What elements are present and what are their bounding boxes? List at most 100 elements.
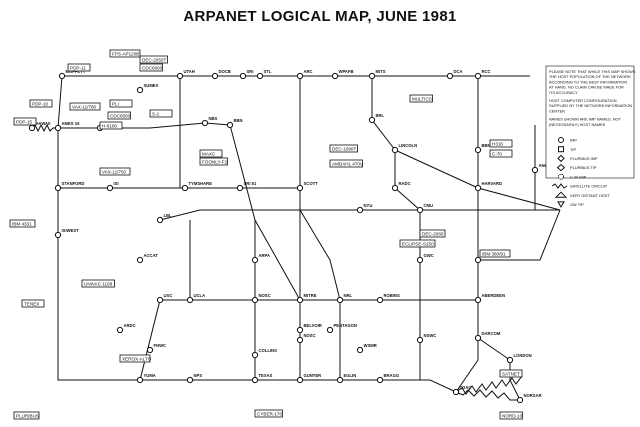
svg-text:VAX-11/780: VAX-11/780 <box>72 104 97 109</box>
imp-node-rcc <box>474 72 482 80</box>
imp-node-hawaii <box>28 124 36 132</box>
imp-node-docb <box>211 72 219 80</box>
site-label: ANL <box>539 163 548 168</box>
svg-text:SATNET: SATNET <box>502 371 520 376</box>
site-label: ARC <box>304 69 313 74</box>
imp-node-utah <box>176 72 184 80</box>
host-box: FPS-AP120B <box>109 49 141 58</box>
site-label: PENTAGON <box>334 323 357 328</box>
imp-node-lbl <box>156 216 164 224</box>
host-box: PLI <box>109 99 133 108</box>
svg-text:ECLIPSE-S250: ECLIPSE-S250 <box>402 241 434 246</box>
legend-note: THE HOST POPULATION OF THE NETWORK <box>549 74 631 79</box>
legend-symbol <box>557 154 565 163</box>
south-link <box>339 300 380 381</box>
legend-note: NAMES SHOWN ARE IMP NAMES, NOT <box>549 117 622 122</box>
imp-node-radc <box>391 184 399 192</box>
legend-symbol <box>558 137 564 143</box>
map-title: ARPANET LOGICAL MAP, JUNE 1981 <box>183 8 457 25</box>
legend-label: TIP <box>570 147 576 152</box>
yuma-link <box>139 299 161 381</box>
host-box: H-6180 <box>99 121 123 130</box>
imp-node-darcom <box>474 334 482 342</box>
imp-node-bbn-63 <box>474 146 482 154</box>
imp-node-dca <box>446 72 454 80</box>
imp-node-london <box>506 356 514 364</box>
imp-node-nswc <box>416 336 424 344</box>
legend-note: PLEASE NOTE THAT WHILE THIS MAP SHOWS <box>549 69 636 74</box>
svg-text:DEC-1090T: DEC-1090T <box>332 146 356 151</box>
svg-text:S-1: S-1 <box>152 111 160 116</box>
svg-text:IBM 360/91: IBM 360/91 <box>482 251 506 256</box>
site-label: BRL <box>376 113 385 118</box>
site-label: WSMR <box>364 343 377 348</box>
site-label: BBN <box>234 118 243 123</box>
imp-node-collins <box>251 351 259 359</box>
imp-node-harvard <box>474 184 482 192</box>
host-box: CYBER-170 <box>254 409 283 418</box>
site-label: DARCOM <box>482 331 501 336</box>
imp-node-aberdeen <box>474 296 482 304</box>
imp-node-tymshare <box>181 184 189 192</box>
site-label: NBS <box>209 116 218 121</box>
northern-trunk <box>57 75 530 129</box>
host-box: C-70 <box>489 149 513 158</box>
site-label: NYU <box>364 203 373 208</box>
svg-text:IBM 4331: IBM 4331 <box>12 221 32 226</box>
site-label: LBL <box>164 213 173 218</box>
legend-label: VERY DISTANT HOST <box>570 193 610 198</box>
legend-symbol <box>554 191 568 198</box>
host-box: VAX-11/750 <box>99 167 131 176</box>
svg-text:XEROX-ALTO: XEROX-ALTO <box>122 356 152 361</box>
imp-nodes <box>28 72 539 404</box>
svg-text:H316: H316 <box>492 141 503 146</box>
svg-text:PDP-15: PDP-15 <box>16 119 33 124</box>
svg-text:DEC-2050T: DEC-2050T <box>142 57 166 62</box>
site-label: MOFFETT <box>66 69 86 74</box>
site-label: AMES 15 <box>62 121 81 126</box>
legend-label: GW TIP <box>570 202 584 207</box>
imp-node-mitre <box>296 296 304 304</box>
host-box: CDC6500 <box>107 111 131 120</box>
imp-node-arpa <box>251 256 259 264</box>
host-box: DEC-1090T <box>329 144 358 153</box>
site-label: NOSC <box>304 333 316 338</box>
svg-text:PDP-10: PDP-10 <box>32 101 49 106</box>
site-label: EGLIN <box>344 373 357 378</box>
imp-node-nps <box>186 376 194 384</box>
satellite-circuits <box>31 123 523 401</box>
imp-node-robins <box>376 296 384 304</box>
host-box: CDC6600 <box>139 63 163 72</box>
london-satellite <box>455 389 520 401</box>
imp-node-arc <box>296 72 304 80</box>
hawaii-satellite <box>31 123 58 133</box>
site-label: FNWC <box>154 343 167 348</box>
host-box: FOONLY-F2 <box>199 157 228 166</box>
imp-node-pentagon <box>326 326 334 334</box>
legend-symbol <box>557 201 565 208</box>
host-box: UNIVAC 1108 <box>81 279 115 288</box>
legend-label: PLURIBUS TIP <box>570 165 597 170</box>
host-box: H316 <box>489 139 513 148</box>
imp-node-nbs <box>201 119 209 127</box>
site-label: STL <box>264 69 272 74</box>
legend-item-circle: IMP <box>558 137 577 143</box>
imp-node-sumex <box>136 86 144 94</box>
host-box: MAXC <box>199 149 223 158</box>
imp-node-brl <box>368 116 376 124</box>
svg-text:PLURIBUS: PLURIBUS <box>16 413 39 418</box>
diag-4 <box>478 209 561 261</box>
imp-node-ardc <box>116 326 124 334</box>
site-label: RCC <box>482 69 491 74</box>
imp-node-sri <box>239 72 247 80</box>
imp-node-moffett <box>58 72 66 80</box>
host-box: DEC-2050T <box>139 55 168 64</box>
site-label: ISI <box>114 181 119 186</box>
legend-label: SATELLITE CIRCUIT <box>570 184 608 189</box>
diag-1 <box>299 209 341 301</box>
legend-symbol <box>556 163 566 172</box>
imp-node-sdac <box>452 388 460 396</box>
site-label: NPS <box>194 373 203 378</box>
site-label: WPAFB <box>339 69 354 74</box>
host-box: NORD-10 <box>499 411 523 420</box>
